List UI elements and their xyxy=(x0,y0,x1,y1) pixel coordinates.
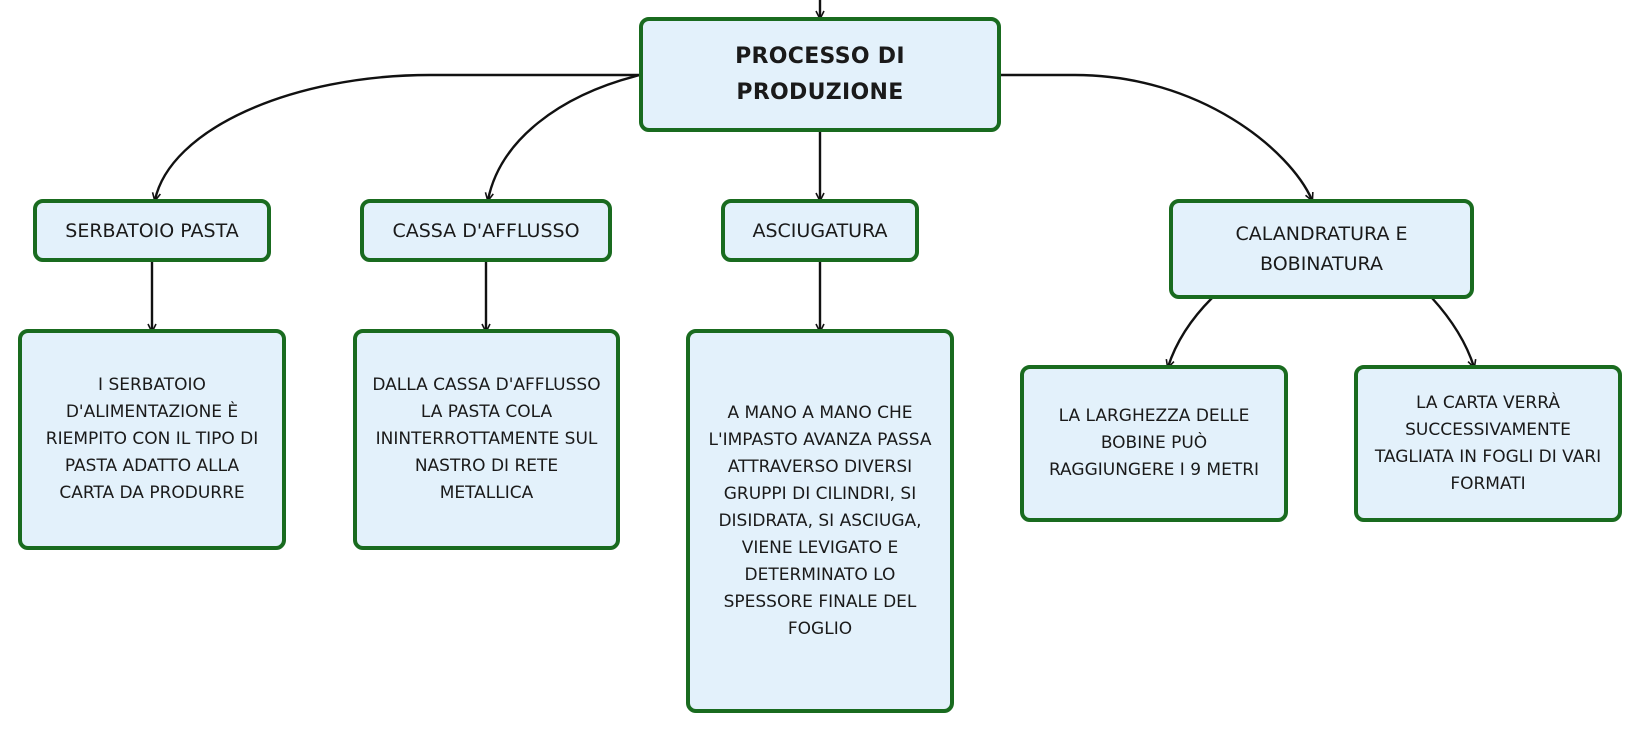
detail-text: LA CARTA VERRÀ SUCCESSIVAMENTE TAGLIATA … xyxy=(1374,392,1602,494)
connector-root-calandratura xyxy=(998,73,1312,200)
detail-text: A MANO A MANO CHE L'IMPASTO AVANZA PASSA… xyxy=(708,402,932,639)
root-label: PROCESSO DI PRODUZIONE xyxy=(735,43,905,105)
detail-text: LA LARGHEZZA DELLE BOBINE PUÒ RAGGIUNGER… xyxy=(1048,406,1260,480)
node-cassa-afflusso[interactable]: CASSA D'AFFLUSSO xyxy=(360,199,612,262)
connector-root-serbatoio xyxy=(155,73,642,200)
node-label: SERBATOIO PASTA xyxy=(65,219,239,242)
detail-carta-fogli[interactable]: LA CARTA VERRÀ SUCCESSIVAMENTE TAGLIATA … xyxy=(1354,365,1622,522)
detail-serbatoio[interactable]: I SERBATOIO D'ALIMENTAZIONE È RIEMPITO C… xyxy=(18,329,286,550)
node-calandratura-bobinatura[interactable]: CALANDRATURA E BOBINATURA xyxy=(1169,199,1474,299)
node-label: ASCIUGATURA xyxy=(752,219,888,242)
detail-text: DALLA CASSA D'AFFLUSSO LA PASTA COLA INI… xyxy=(372,375,601,503)
node-label: CASSA D'AFFLUSSO xyxy=(392,219,580,242)
detail-asciugatura[interactable]: A MANO A MANO CHE L'IMPASTO AVANZA PASSA… xyxy=(686,329,954,713)
detail-cassa-afflusso[interactable]: DALLA CASSA D'AFFLUSSO LA PASTA COLA INI… xyxy=(353,329,620,550)
node-label: CALANDRATURA E BOBINATURA xyxy=(1235,223,1408,275)
root-node[interactable]: PROCESSO DI PRODUZIONE xyxy=(639,17,1001,132)
connector-calandratura-carta xyxy=(1430,296,1474,367)
node-asciugatura[interactable]: ASCIUGATURA xyxy=(721,199,919,262)
node-serbatoio-pasta[interactable]: SERBATOIO PASTA xyxy=(33,199,271,262)
connector-calandratura-larghezza xyxy=(1168,296,1214,367)
detail-larghezza-bobine[interactable]: LA LARGHEZZA DELLE BOBINE PUÒ RAGGIUNGER… xyxy=(1020,365,1288,522)
detail-text: I SERBATOIO D'ALIMENTAZIONE È RIEMPITO C… xyxy=(45,375,259,503)
connector-root-cassa xyxy=(488,73,642,200)
